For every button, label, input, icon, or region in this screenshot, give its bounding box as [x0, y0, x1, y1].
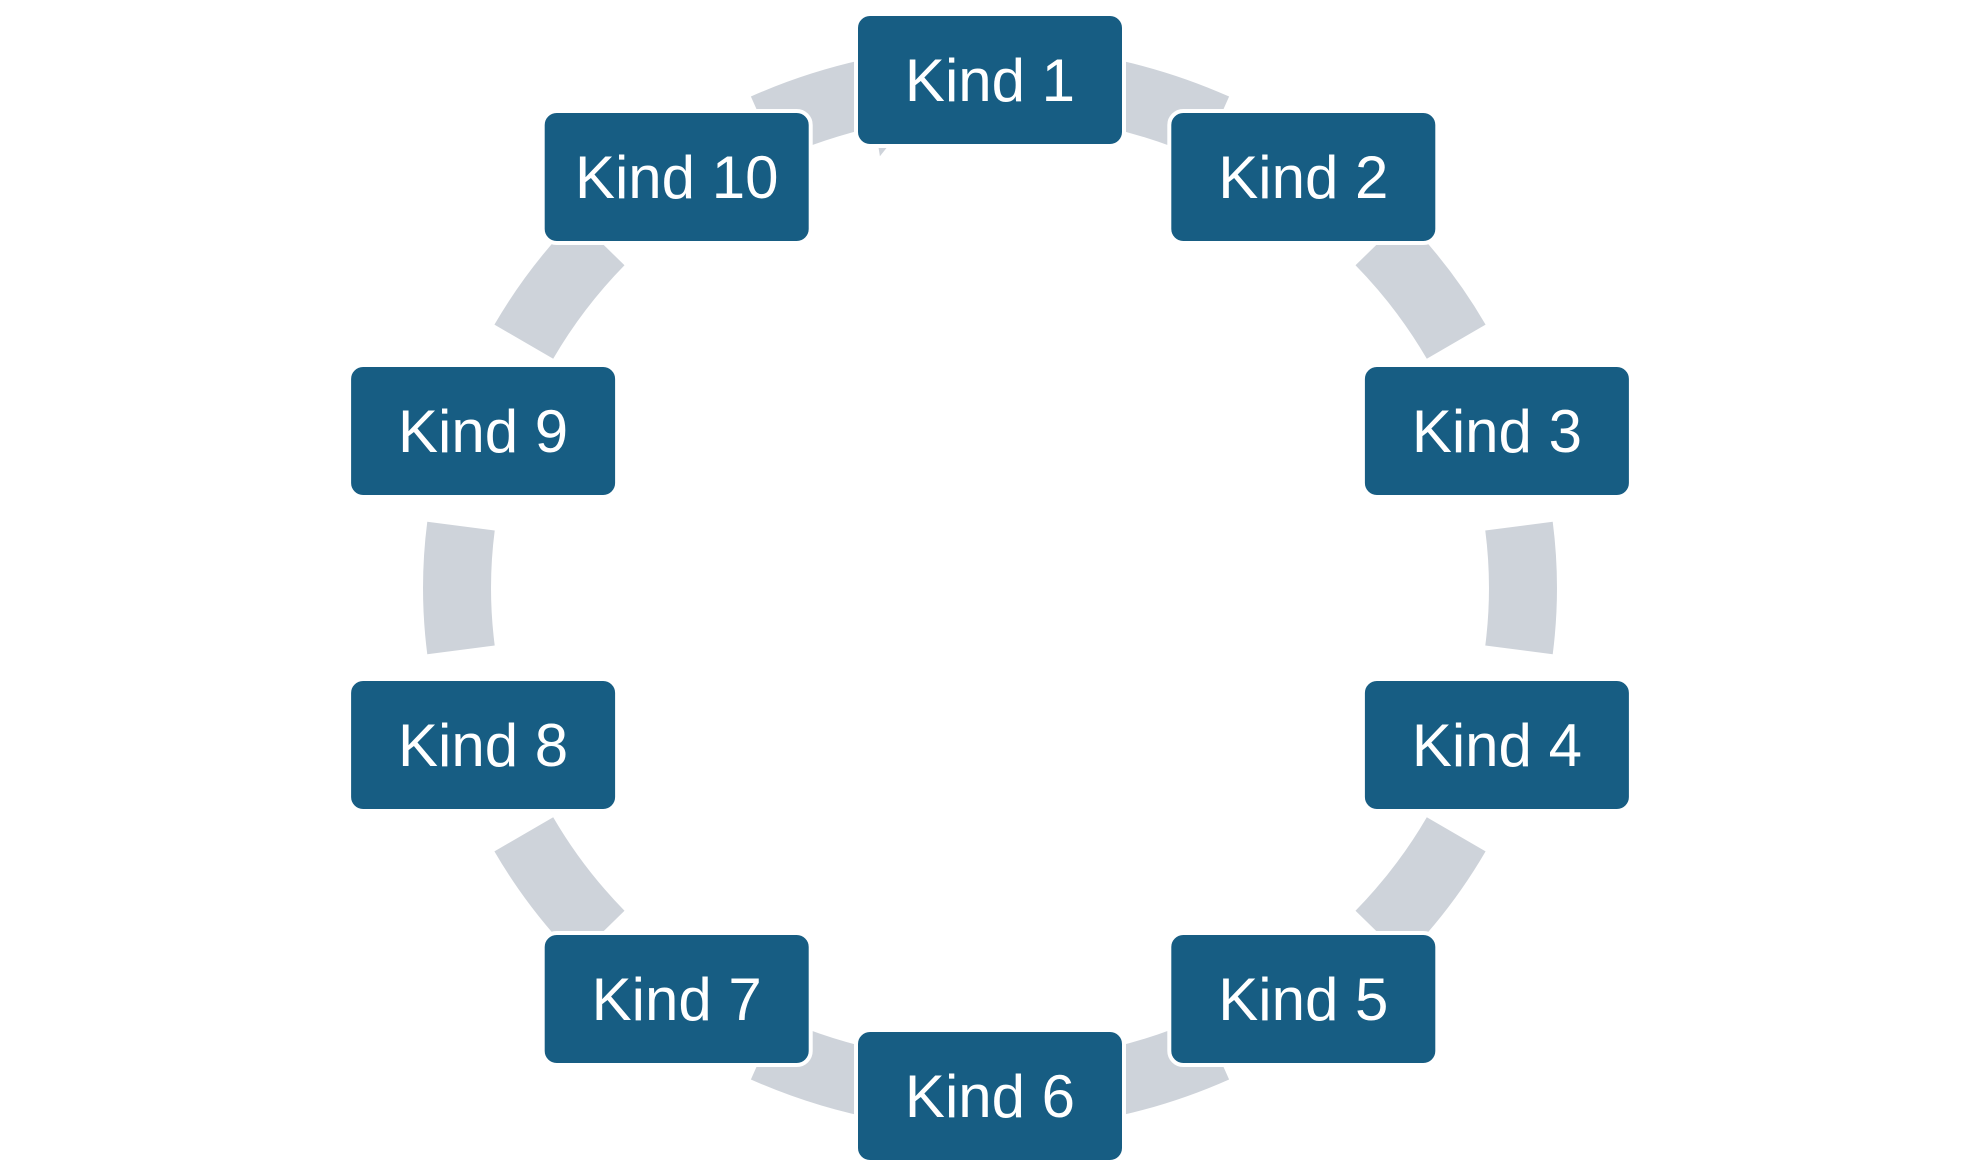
- cycle-node: Kind 10: [540, 109, 813, 245]
- cycle-node: Kind 9: [347, 363, 620, 499]
- cycle-node: Kind 2: [1167, 109, 1440, 245]
- cycle-node-label: Kind 1: [905, 47, 1075, 114]
- cycle-node-box: [347, 677, 620, 813]
- cycle-node-box: [540, 931, 813, 1067]
- cycle-node-label: Kind 4: [1412, 712, 1582, 779]
- cycle-node-box: [854, 1028, 1126, 1162]
- cycle-arc-segment: [1355, 816, 1486, 959]
- cycle-node: Kind 1: [854, 12, 1126, 148]
- cycle-node-label: Kind 9: [398, 398, 568, 465]
- cycle-node: Kind 6: [854, 1028, 1126, 1162]
- cycle-arc-segment: [1355, 217, 1486, 360]
- cycle-node: Kind 7: [540, 931, 813, 1067]
- cycle-node-label: Kind 7: [592, 966, 762, 1033]
- cycle-arc-segment: [423, 521, 495, 655]
- cycle-node-label: Kind 8: [398, 712, 568, 779]
- cycle-node-box: [1167, 109, 1440, 245]
- cycle-node-box: [347, 363, 620, 499]
- cycle-node: Kind 5: [1167, 931, 1440, 1067]
- cycle-node-label: Kind 10: [575, 144, 779, 211]
- cycle-node-box: [1360, 677, 1633, 813]
- cycle-node: Kind 4: [1360, 677, 1633, 813]
- cycle-node: Kind 3: [1360, 363, 1633, 499]
- cycle-node: Kind 8: [347, 677, 620, 813]
- cycle-arc-segment: [494, 816, 625, 959]
- cycle-nodes: Kind 1 Kind 2 Kind 3 Kind 4 Kind 5 Kind 6 Kind…: [347, 12, 1633, 1162]
- cycle-node-box: [1360, 363, 1633, 499]
- cycle-arc-segment: [494, 217, 625, 360]
- cycle-node-label: Kind 6: [905, 1063, 1075, 1130]
- cycle-node-box: [540, 109, 813, 245]
- cycle-node-box: [1167, 931, 1440, 1067]
- cycle-node-label: Kind 2: [1218, 144, 1388, 211]
- cycle-node-label: Kind 5: [1218, 966, 1388, 1033]
- cycle-node-box: [854, 12, 1126, 148]
- cycle-node-label: Kind 3: [1412, 398, 1582, 465]
- cycle-arc-segment: [1485, 521, 1557, 655]
